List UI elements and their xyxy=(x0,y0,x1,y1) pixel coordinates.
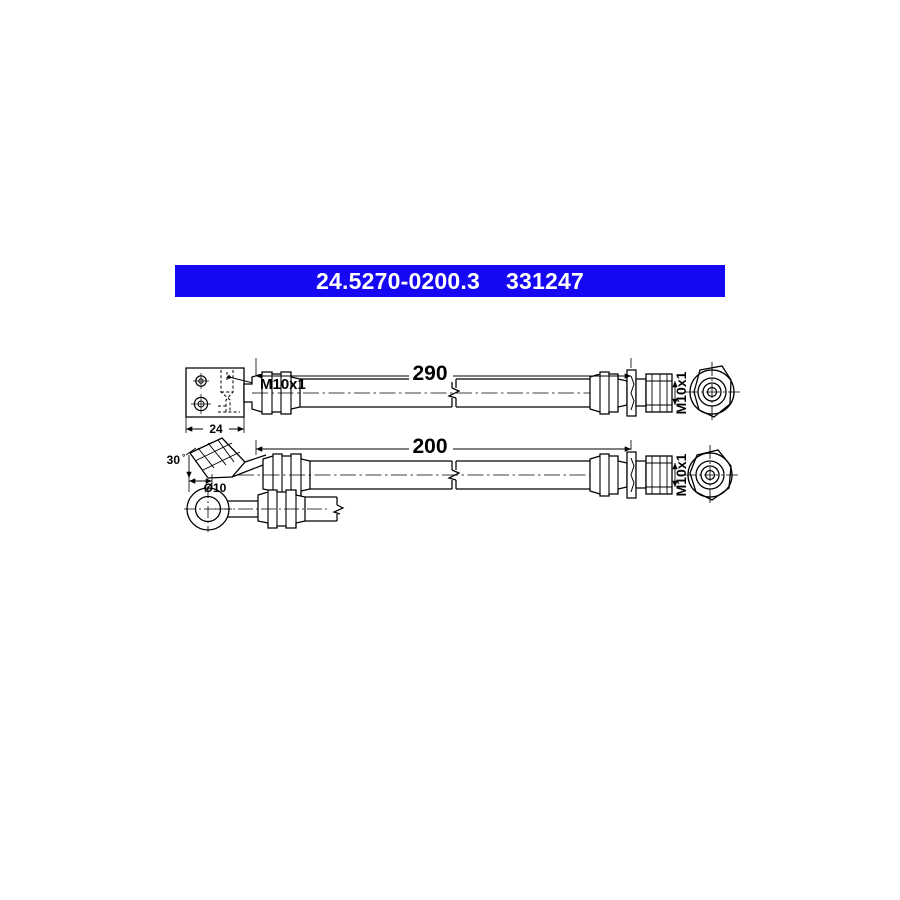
upper-length-value-top: 290 xyxy=(412,362,447,385)
lower-length-value: 200 xyxy=(412,435,447,458)
part-number: 24.5270-0200.3 xyxy=(316,267,480,294)
upper-hose-body-right xyxy=(455,378,590,408)
title-bar: 24.5270-0200.3 331247 xyxy=(175,265,725,297)
reference-number: 331247 xyxy=(506,267,584,294)
lower-end-view xyxy=(682,445,738,505)
lower-right-thread-label: M10x1 xyxy=(673,453,689,496)
lower-hose-body-left xyxy=(310,460,453,490)
bracket-width-value-top: 24 xyxy=(209,422,223,436)
banjo-projection-hose xyxy=(215,489,345,529)
upper-bracket-plate xyxy=(185,367,245,418)
lower-brake-hose-view xyxy=(184,437,738,532)
upper-brake-hose-view xyxy=(185,358,740,433)
upper-right-thread-label: M10x1 xyxy=(673,371,689,414)
banjo-fitting-angled xyxy=(189,437,267,479)
upper-left-thread-label: M10x1 xyxy=(260,376,306,393)
banjo-angle-value: 30 xyxy=(167,453,181,467)
lower-right-end-fitting xyxy=(589,451,673,499)
upper-hose-break-line xyxy=(447,387,461,399)
lower-hose-break-line xyxy=(447,469,461,481)
banjo-eye-end-view xyxy=(184,486,232,532)
banjo-diameter-value: Ø10 xyxy=(204,481,227,495)
upper-right-end-fitting xyxy=(589,369,673,417)
upper-end-view xyxy=(684,362,740,422)
lower-hose-body-right xyxy=(455,460,590,490)
degree-symbol: ° xyxy=(182,453,185,462)
